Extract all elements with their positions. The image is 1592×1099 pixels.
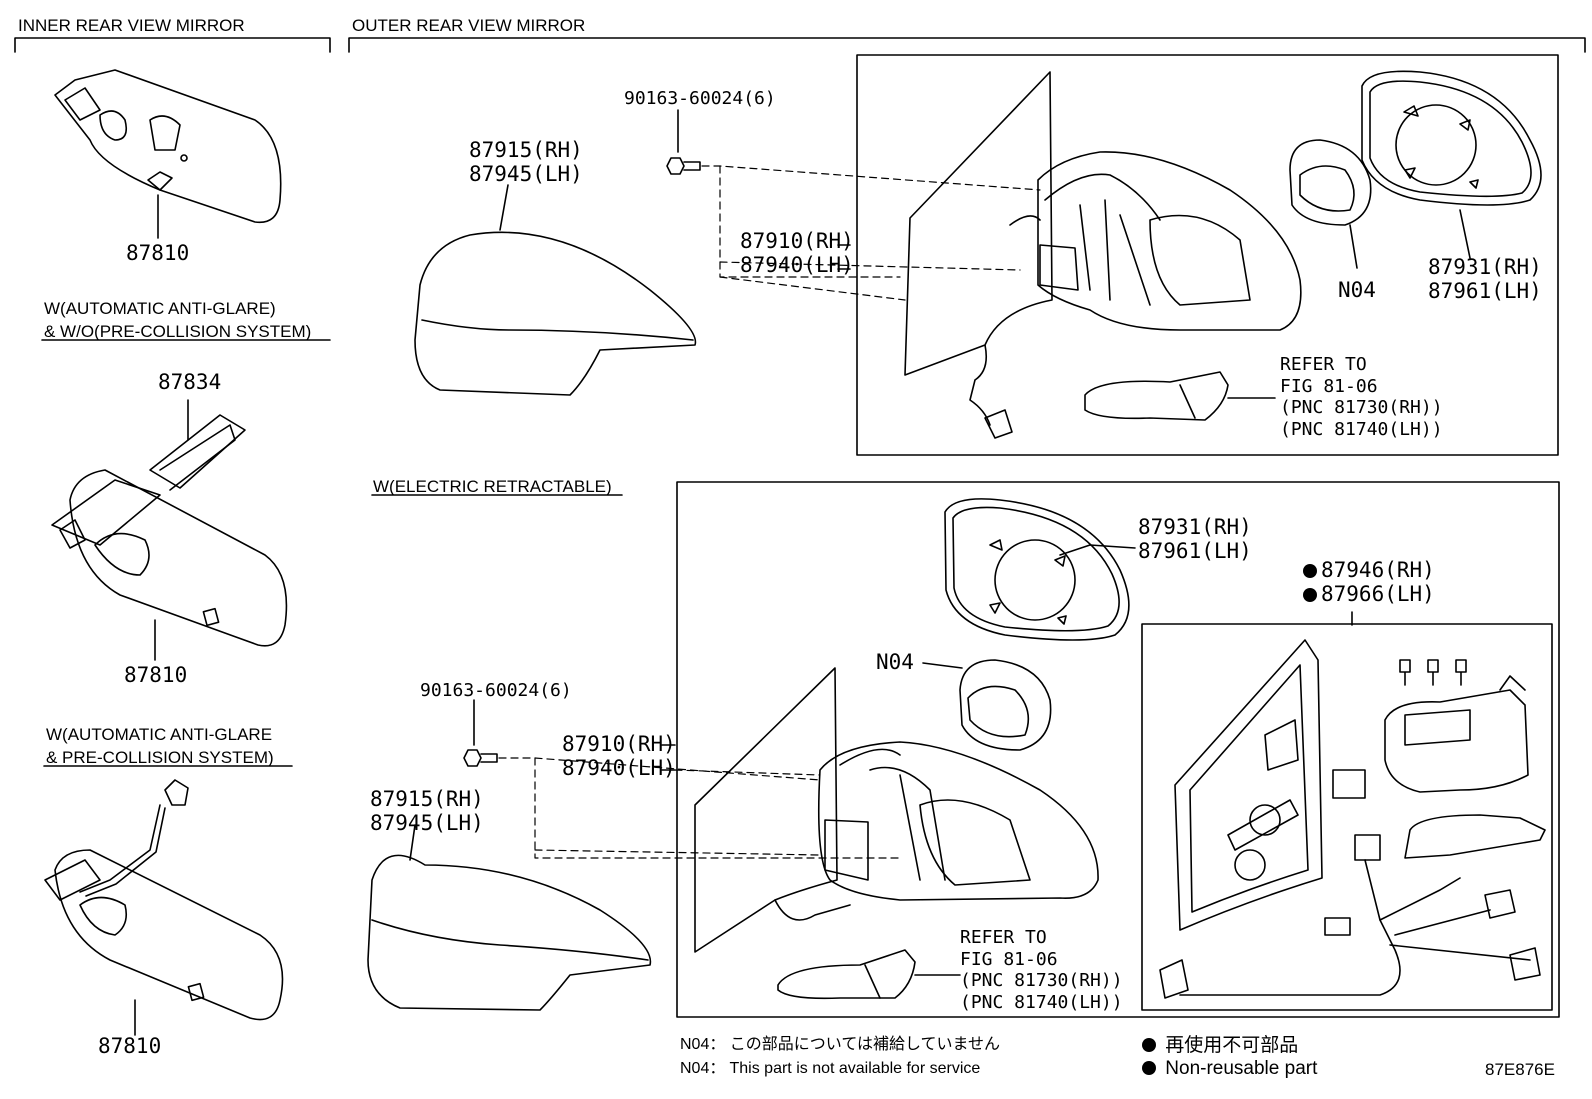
mirror-assembly-lower-drawing [694,667,1099,953]
variant-label-auto-anti-glare-wo-pcs-line1: W(AUTOMATIC ANTI-GLARE) [44,299,276,318]
section-brackets [14,37,1586,767]
refer-to-b-line2[interactable]: FIG 81-06 [960,949,1058,970]
part-number-87915-rh-a[interactable]: 87915(RH) [469,138,583,162]
part-number-87834[interactable]: 87834 [158,370,222,394]
part-number-87810-b[interactable]: 87810 [124,663,188,687]
outer-mirror-frame [856,54,1559,456]
part-number-87961-lh-a[interactable]: 87961(LH) [1428,279,1542,303]
note-n04-english: N04： This part is not available for serv… [680,1060,981,1077]
turn-signal-lower-drawing [777,949,961,1000]
screw-lower-drawing [463,699,901,859]
part-number-90163-60024-b[interactable]: 90163-60024(6) [420,680,572,701]
part-number-87910-rh-b[interactable]: 87910(RH) [562,732,676,756]
part-number-87810-a[interactable]: 87810 [126,241,190,265]
actuator-upper-drawing [1289,139,1372,269]
legend-en-text: Non-reusable part [1165,1058,1318,1079]
non-reusable-bullet-icon [1303,588,1317,602]
inner-mirror-3-drawing [44,779,284,1036]
part-number-87810-c[interactable]: 87810 [98,1034,162,1058]
turn-signal-upper-drawing [1084,371,1276,421]
part-number-87915-rh-b[interactable]: 87915(RH) [370,787,484,811]
figure-code: 87E876E [1485,1060,1555,1079]
refer-to-b-line3[interactable]: (PNC 81730(RH)) [960,970,1123,991]
part-number-87961-lh-b[interactable]: 87961(LH) [1138,539,1252,563]
refer-to-a-line3[interactable]: (PNC 81730(RH)) [1280,397,1443,418]
part-number-87966-lh[interactable]: 87966(LH) [1303,584,1435,605]
part-number-n04-a[interactable]: N04 [1338,278,1376,302]
mirror-glass-upper-drawing [1361,70,1542,259]
non-reusable-bullet-icon [1303,564,1317,578]
refer-to-a-line4[interactable]: (PNC 81740(LH)) [1280,419,1443,440]
retractor-subassembly-drawing [1159,611,1546,999]
part-number-87940-lh-b[interactable]: 87940(LH) [562,756,676,780]
section-title-inner-mirror: INNER REAR VIEW MIRROR [18,16,245,35]
sub-assembly-frame [1141,623,1553,1011]
part-number-87945-lh-b[interactable]: 87945(LH) [370,811,484,835]
part-number-87946-rh[interactable]: 87946(RH) [1303,560,1435,581]
part-number-87945-lh-a[interactable]: 87945(LH) [469,162,583,186]
refer-to-a-line2[interactable]: FIG 81-06 [1280,376,1378,397]
part-number-n04-b[interactable]: N04 [876,650,914,674]
part-number-90163-60024-a[interactable]: 90163-60024(6) [624,88,776,109]
refer-to-b-line1[interactable]: REFER TO [960,927,1047,948]
bullet-icon [1142,1061,1156,1075]
note-n04-japanese: N04： この部品については補給していません [680,1036,1001,1053]
inner-mirror-1-drawing [54,69,282,239]
refer-to-b-line4[interactable]: (PNC 81740(LH)) [960,992,1123,1013]
legend-non-reusable-english: Non-reusable part [1142,1059,1317,1078]
section-title-outer-mirror: OUTER REAR VIEW MIRROR [352,16,586,35]
legend-non-reusable-japanese: 再使用不可部品 [1142,1036,1298,1055]
part-number-87931-rh-b[interactable]: 87931(RH) [1138,515,1252,539]
legend-jp-text: 再使用不可部品 [1165,1035,1299,1056]
variant-label-auto-anti-glare-pcs-line2: & PRE-COLLISION SYSTEM) [46,748,274,767]
part-number-87966-lh-text: 87966(LH) [1321,582,1435,606]
variant-label-electric-retractable: W(ELECTRIC RETRACTABLE) [373,477,612,496]
part-number-87910-rh-a[interactable]: 87910(RH) [740,229,854,253]
part-number-87940-lh-a[interactable]: 87940(LH) [740,253,854,277]
electric-retractable-frame [676,481,1560,1018]
bullet-icon [1142,1038,1156,1052]
mirror-assembly-upper-drawing [904,71,1302,439]
part-number-87946-rh-text: 87946(RH) [1321,558,1435,582]
actuator-lower-drawing [922,659,1052,751]
mirror-glass-lower-drawing [944,498,1136,641]
cover-lower-drawing [367,824,652,1011]
variant-label-auto-anti-glare-pcs-line1: W(AUTOMATIC ANTI-GLARE [46,725,273,744]
part-number-87931-rh-a[interactable]: 87931(RH) [1428,255,1542,279]
inner-mirror-2-drawing [51,399,288,661]
cover-upper-drawing [414,184,697,396]
variant-label-auto-anti-glare-wo-pcs-line2: & W/O(PRE-COLLISION SYSTEM) [44,322,312,341]
screw-upper-drawing [666,109,1041,301]
refer-to-a-line1[interactable]: REFER TO [1280,354,1367,375]
